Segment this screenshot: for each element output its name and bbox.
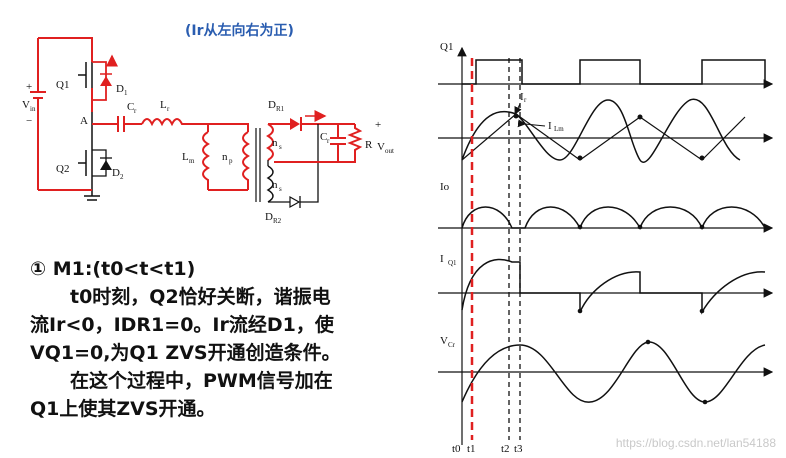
dr1-diode — [290, 118, 300, 130]
vin-sub: in — [30, 105, 36, 113]
dr2-sub: R2 — [273, 217, 282, 225]
ir-label: I — [520, 91, 524, 103]
q1-switch — [78, 54, 118, 112]
ilm-waveform — [461, 113, 746, 161]
watermark: https://blog.csdn.net/lan54188 — [615, 436, 776, 450]
d2-label: D — [112, 167, 120, 179]
ir-sub: r — [524, 96, 527, 104]
vcr-label: V — [440, 335, 448, 347]
current-direction-note: (Ir从左向右为正) — [185, 23, 294, 39]
ilm-sub: Lm — [554, 125, 564, 133]
d2-sub: 2 — [120, 173, 124, 181]
dr1-sub: R1 — [276, 105, 285, 113]
io-waveform — [461, 206, 766, 231]
ns1-label: n — [272, 137, 278, 149]
desc-line-2: t0时刻，Q2恰好关断，谐振电 — [70, 286, 331, 308]
vin-label: V — [22, 99, 30, 111]
lr-label: L — [160, 99, 167, 111]
ns2-sub: s — [279, 185, 282, 193]
lr-sub: r — [167, 105, 170, 113]
node-a-label: A — [80, 115, 88, 127]
ns1-sub: s — [279, 143, 282, 151]
dr2-label: D — [265, 211, 273, 223]
vout-plus: + — [375, 119, 381, 131]
np-label: n — [222, 151, 228, 163]
lr-inductor — [141, 118, 208, 127]
vout-sub: out — [385, 147, 394, 155]
ns2-winding — [266, 165, 274, 203]
lm-sub: m — [189, 157, 195, 165]
dr1-label: D — [268, 99, 276, 111]
ir-waveform — [461, 98, 741, 163]
iq1-sub: Q1 — [448, 259, 457, 267]
desc-line-1: ① M1:(t0<t<t1) — [30, 258, 196, 280]
np-winding — [242, 131, 250, 190]
t0-label: t0 — [452, 443, 461, 455]
q2-switch — [78, 149, 112, 201]
co-label: C — [320, 131, 327, 143]
iq1-label: I — [440, 253, 444, 265]
cr-capacitor — [117, 116, 142, 132]
cr-label: C — [127, 101, 134, 113]
t3-label: t3 — [514, 443, 523, 455]
output-capacitor — [330, 124, 346, 162]
co-sub: r — [327, 137, 330, 145]
vcr-waveform — [461, 341, 766, 403]
io-label: Io — [440, 181, 450, 193]
ilm-label: I — [548, 120, 552, 132]
t2-label: t2 — [501, 443, 510, 455]
desc-line-6: Q1上使其ZVS开通。 — [30, 398, 216, 420]
r-label: R — [365, 139, 373, 151]
waveforms: Q1 I r I Lm Io I Q1 — [438, 41, 774, 455]
vin-plus: + — [26, 81, 32, 93]
input-source — [30, 38, 46, 190]
d1-label: D — [116, 83, 124, 95]
vout-label: V — [377, 141, 385, 153]
cr-sub: r — [134, 107, 137, 115]
ns2-label: n — [272, 179, 278, 191]
dr2-diode — [289, 195, 301, 209]
vin-minus: − — [26, 115, 32, 127]
mode-description: ① M1:(t0<t<t1) t0时刻，Q2恰好关断，谐振电 流Ir<0，IDR… — [30, 255, 450, 423]
ns1-winding — [266, 123, 274, 161]
desc-line-3: 流Ir<0，IDR1=0。Ir流经D1，使 — [30, 314, 334, 336]
np-sub: p — [229, 157, 233, 165]
lm-inductor — [202, 131, 210, 190]
t1-label: t1 — [467, 443, 476, 455]
lm-label: L — [182, 151, 189, 163]
desc-line-5: 在这个过程中，PWM信号加在 — [70, 370, 333, 392]
q1-wave-label: Q1 — [440, 41, 453, 53]
load-resistor — [338, 124, 363, 163]
circuit: V in + − Q1 D 1 A — [22, 37, 394, 225]
q2-label: Q2 — [56, 163, 69, 175]
q1-waveform — [462, 59, 766, 85]
iq1-waveform — [461, 258, 766, 315]
vcr-sub: Cr — [448, 341, 456, 349]
q1-label: Q1 — [56, 79, 69, 91]
d1-sub: 1 — [124, 89, 128, 97]
desc-line-4: VQ1=0,为Q1 ZVS开通创造条件。 — [30, 342, 341, 364]
